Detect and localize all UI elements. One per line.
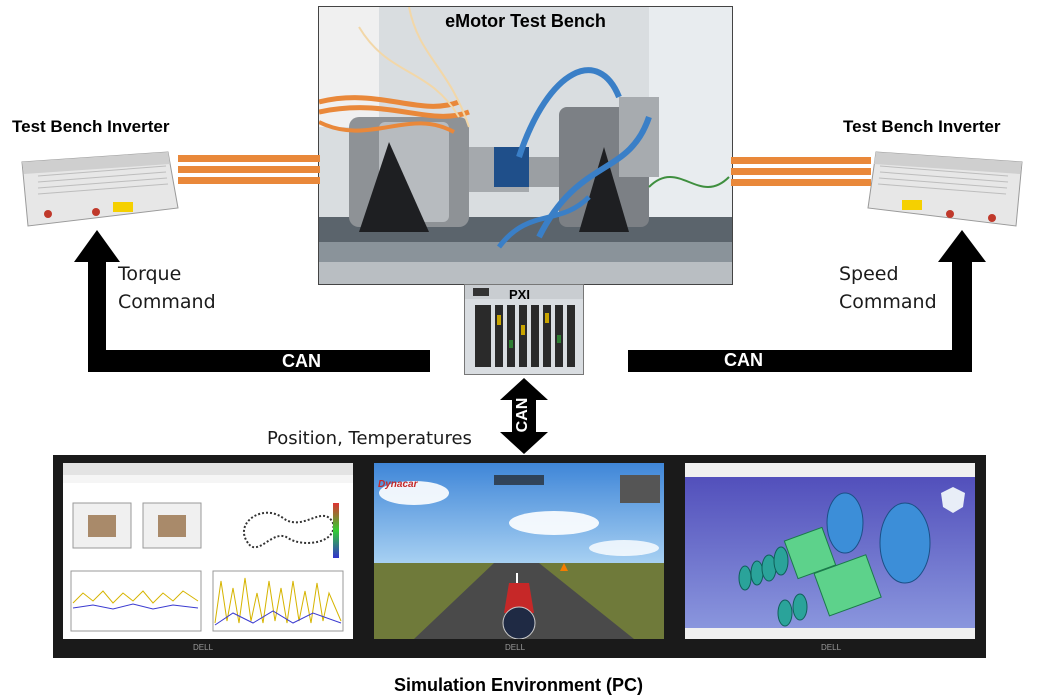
motor-cad-icon: [685, 463, 975, 639]
pxi-pc-arrow: [500, 378, 548, 454]
right-inverter-icon: [866, 150, 1028, 230]
position-temperatures-label: Position, Temperatures: [267, 428, 472, 449]
test-bench-photo: eMotor Test Bench: [318, 6, 733, 285]
can-vertical-label: CAN: [514, 397, 531, 433]
monitor-brand-2: DELL: [505, 643, 526, 652]
monitor-brand-1: DELL: [193, 643, 214, 652]
right-cable-bundle: [731, 155, 871, 189]
left-can-arrow: [74, 230, 430, 372]
monitor-3-screen: [685, 463, 975, 639]
dynacar-logo: Dynacar: [378, 479, 418, 490]
right-inverter-label: Test Bench Inverter: [843, 117, 1001, 136]
monitor-brand-3: DELL: [821, 643, 842, 652]
car-icon: [504, 583, 534, 613]
speed-command-line1: Speed: [839, 263, 899, 285]
left-cable-bundle: [178, 153, 320, 187]
pxi-chassis-icon: PXI: [464, 284, 584, 375]
can-left-label: CAN: [282, 351, 321, 371]
bench-title: eMotor Test Bench: [445, 11, 606, 31]
monitor-2-screen: Dynacar: [374, 463, 664, 639]
speed-command-line2: Command: [839, 291, 937, 313]
monitor-bank: Dynacar DELL DELL DELL: [53, 455, 986, 658]
left-inverter-icon: [18, 150, 180, 228]
right-can-arrow: [628, 230, 986, 372]
torque-command-line1: Torque: [118, 263, 182, 285]
torque-command-line2: Command: [118, 291, 216, 313]
left-inverter-label: Test Bench Inverter: [12, 117, 170, 136]
gauge-icon: [502, 606, 536, 639]
monitor-1-screen: [63, 463, 353, 639]
can-right-label: CAN: [724, 350, 763, 370]
pxi-label: PXI: [509, 287, 530, 302]
simulation-environment-label: Simulation Environment (PC): [393, 675, 643, 695]
